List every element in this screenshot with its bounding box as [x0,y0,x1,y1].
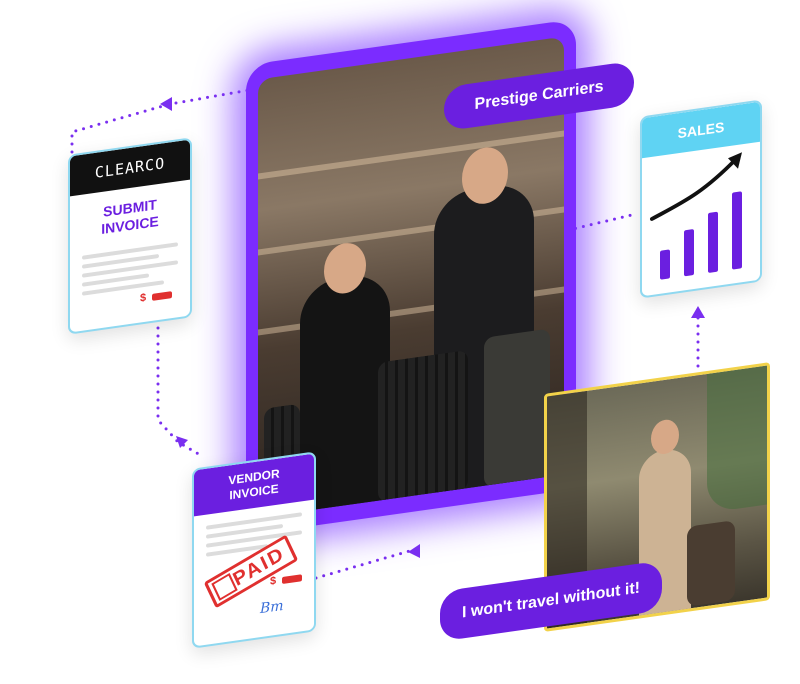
trend-arrow-head [728,152,742,169]
submit-invoice-card: CLEARCO SUBMIT INVOICE $ [68,137,192,335]
vendor-invoice-card: VENDOR INVOICE PAID $ Bm [192,451,316,649]
signature: Bm [260,597,284,618]
suitcase-black [378,349,468,503]
sales-card: SALES [640,99,762,299]
dollar-icon: $ [270,574,277,588]
arrow-head-sales [691,306,705,318]
trend-arrow-icon [650,157,738,221]
amount-bar [282,574,302,585]
store-shelf [258,130,564,180]
sales-bar [660,249,670,280]
connector-clearco-to-vendor [156,318,204,458]
plant [707,365,767,514]
arrow-head-vendor [176,436,188,448]
sales-bar [684,229,694,277]
sales-chart-icon [650,152,742,280]
sales-bar [708,211,718,273]
dollar-icon: $ [140,291,147,305]
connector-photo-to-sales [558,212,638,234]
arrow-head-testimonial [408,544,420,558]
traveler-suitcase [687,520,735,607]
arrow-head-clearco [160,97,172,111]
connector-vendor-to-testimonial [314,546,422,580]
sales-bar [732,191,742,270]
suitcase-grey [484,328,550,488]
amount-bar [152,291,172,301]
